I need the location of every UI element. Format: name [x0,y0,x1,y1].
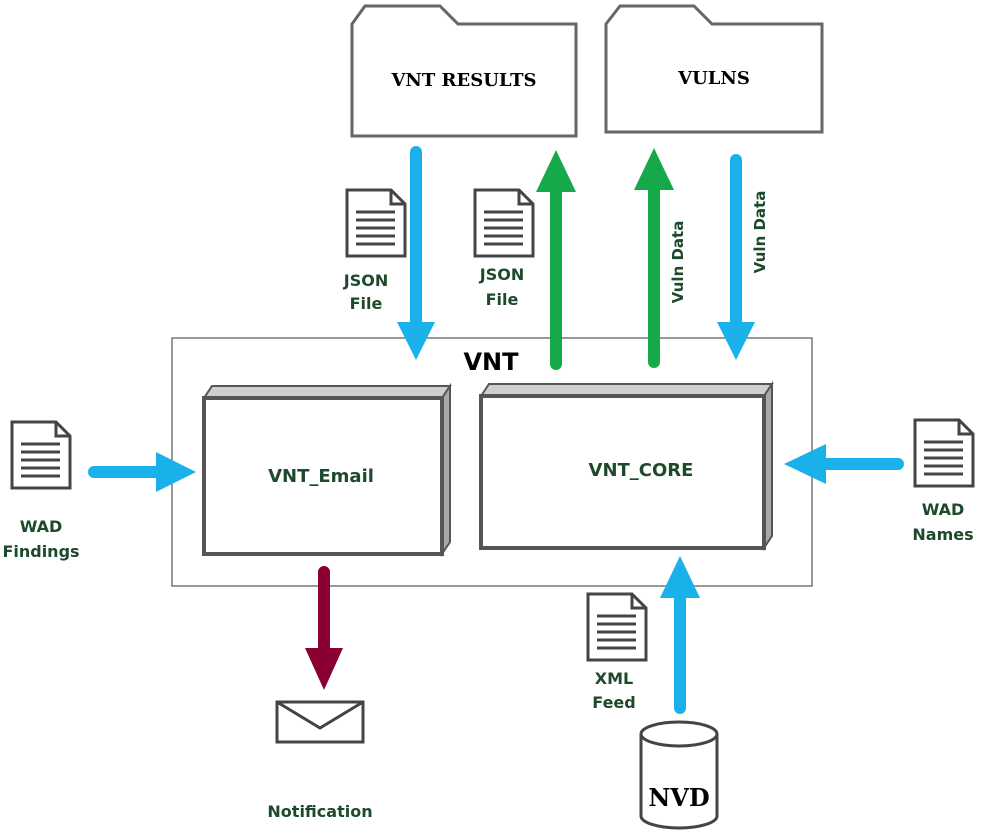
vnt-core-component: VNT_CORE [479,380,774,552]
document-icon [10,420,72,490]
wad-names-label-line2: Names [912,525,973,544]
document-icon [586,592,648,662]
nvd-label: NVD [648,783,709,812]
envelope-icon [275,700,365,744]
arrow-wad-names [784,444,904,484]
folder-vnt-results: VNT RESULTS [350,4,578,138]
json-file-in-label-line1: JSON [343,271,388,290]
vnt-container-title: VNT [463,348,519,376]
wad-findings-label-line2: Findings [2,542,79,561]
wad-findings-label-line1: WAD [20,517,63,536]
arrow-vuln-data-down [717,154,755,360]
xml-feed-label-line2: Feed [592,693,635,712]
json-file-in-label-line2: File [350,294,383,313]
folder-icon [604,4,824,134]
notification-label: Notification [267,802,372,821]
arrow-json-in [397,146,435,360]
arrow-notification [305,566,343,690]
json-file-out-label-line2: File [486,290,519,309]
arrow-json-out [536,150,576,370]
document-icon [473,188,535,258]
vuln-data-down-label: Vuln Data [751,191,769,274]
folder-vnt-results-label: VNT RESULTS [390,70,536,91]
arrow-xml-feed [660,556,700,714]
database-icon [639,720,719,830]
xml-feed-label-line1: XML [595,669,633,688]
vuln-data-up-label: Vuln Data [669,221,687,304]
folder-vulns-label: VULNS [677,68,750,89]
wad-names-label-line1: WAD [922,500,965,519]
vnt-core-label: VNT_CORE [589,460,694,481]
arrow-vuln-data-up [634,148,674,368]
folder-vulns: VULNS [604,4,824,134]
vnt-email-label: VNT_Email [268,466,374,487]
folder-icon [350,4,578,138]
arrow-wad-findings [88,452,196,492]
document-icon [913,418,975,488]
vnt-email-component: VNT_Email [202,382,452,558]
document-icon [345,188,407,258]
json-file-out-label-line1: JSON [479,265,524,284]
